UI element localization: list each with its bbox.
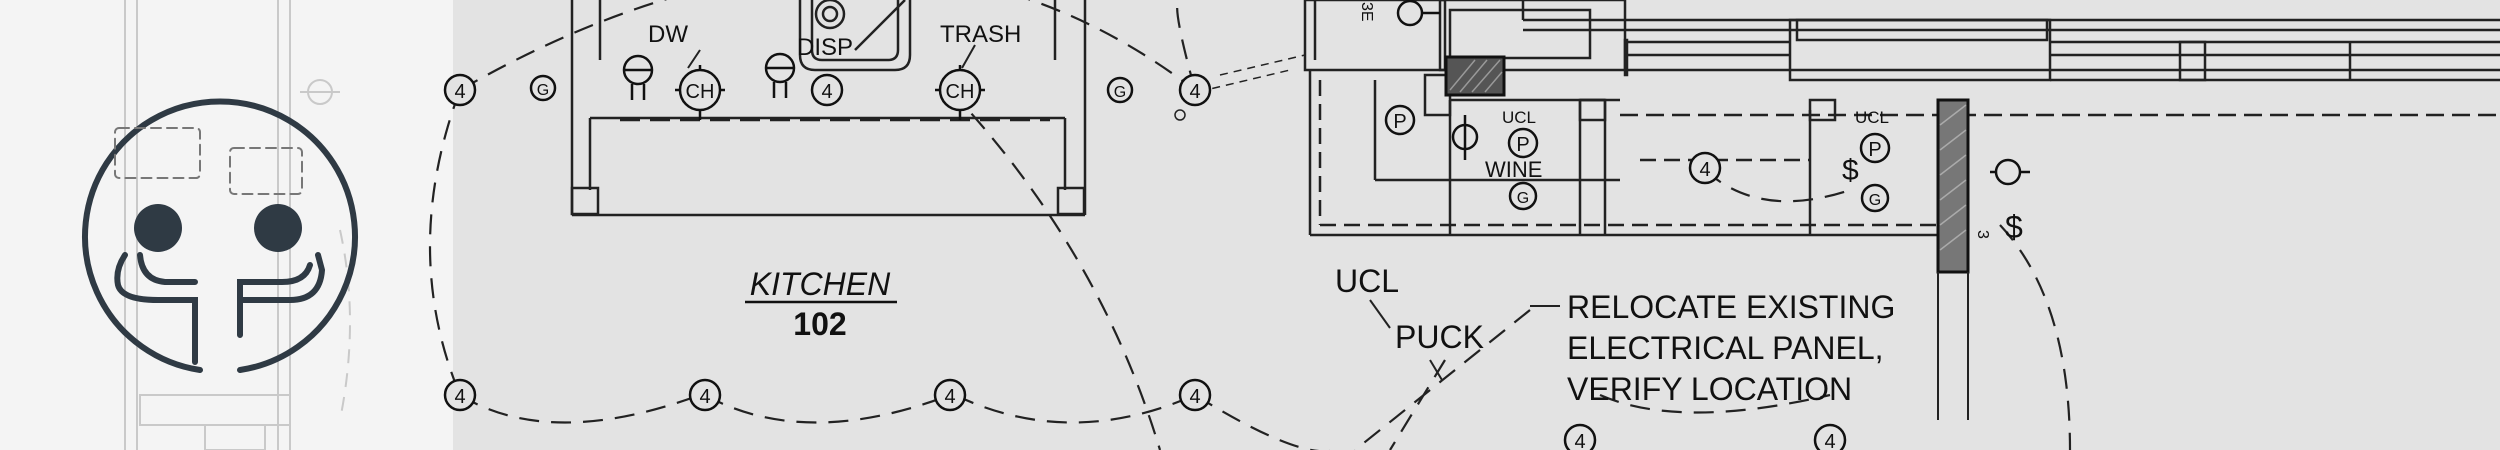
circuit-wiring [428,0,2072,450]
room-name: KITCHEN [750,266,891,302]
svg-text:P: P [1516,134,1529,156]
svg-text:G: G [537,82,549,99]
outlet-g-icon: G [529,74,557,102]
svg-text:4: 4 [1699,159,1710,181]
east-cabinetry [1174,0,2500,237]
appliance-labels: DW DISP TRASH WINE UCL UCL [648,21,1889,182]
svg-text:G: G [1114,84,1126,101]
panel-note: RELOCATE EXISTING ELECTRICAL PANEL, VERI… [1567,289,1895,407]
column-tag: 3 [1974,230,1991,239]
p-outlet-icon: P [1384,104,1416,136]
logo-panel [0,0,453,450]
svg-text:G: G [1869,192,1881,209]
trash-label: TRASH [940,21,1021,48]
svg-text:4: 4 [1189,81,1200,103]
dishwasher-outlet-icon [622,54,654,100]
svg-text:4: 4 [1824,431,1835,450]
circuit-marker: 4 [443,378,477,412]
kitchen-counter [570,0,1087,217]
circuit-marker: 4 [1813,423,1847,450]
svg-text:CH: CH [946,81,975,103]
disposal-outlet-icon [764,52,796,98]
outlet-g-icon: G [1106,76,1134,104]
ucl-small-label: UCL [1855,108,1889,127]
note-line-2: ELECTRICAL PANEL, [1567,330,1884,366]
sink-disposal [798,0,912,72]
circuit-marker: 4 [1178,73,1212,107]
electrical-panel [1444,55,1506,97]
disposal-label: DISP [797,34,853,61]
svg-text:4: 4 [1189,386,1200,408]
svg-text:P: P [1393,111,1406,133]
side-tag: 3E [1358,2,1375,22]
circuit-marker: 4 [933,378,967,412]
p-outlet-icon: P [1507,127,1539,159]
svg-text:4: 4 [821,81,832,103]
p-outlet-icon: P [1859,132,1891,164]
chandelier-symbol: CH [935,65,985,120]
note-line-1: RELOCATE EXISTING [1567,289,1895,325]
switch-symbol: $ [1842,154,1859,187]
svg-text:4: 4 [454,386,465,408]
room-tag: KITCHEN 102 [745,266,897,342]
svg-text:4: 4 [1574,431,1585,450]
circuit-marker: 4 [810,73,844,107]
switch-symbol: $ [2005,209,2023,245]
receptacle-icon [1396,0,1440,27]
puck-label: PUCK [1395,319,1484,355]
outlet-g-icon: G [1860,183,1890,213]
svg-text:4: 4 [454,81,465,103]
circuit-marker: 4 [1688,151,1722,185]
circuit-marker: 4 [443,73,477,107]
svg-text:4: 4 [699,386,710,408]
circuit-markers: 4 4 4 4 4 4 4 4 4 4 [443,73,1847,450]
receptacle-icon [1451,115,1479,160]
room-number: 102 [793,306,846,342]
svg-text:P: P [1868,139,1881,161]
svg-text:G: G [1517,190,1529,207]
device-symbols: G G P P P G G $ $ 3 3E [529,0,2030,245]
note-line-3: VERIFY LOCATION [1567,371,1852,407]
circuit-marker: 4 [1178,378,1212,412]
chandelier-fixtures: CH CH [675,65,985,120]
svg-text:4: 4 [944,386,955,408]
circuit-marker: 4 [1563,423,1597,450]
svg-text:CH: CH [686,81,715,103]
ucl-small-label: UCL [1502,108,1536,127]
circuit-marker: 4 [688,378,722,412]
ucl-label: UCL [1335,263,1399,299]
dishwasher-label: DW [648,21,688,48]
outlet-g-icon: G [1508,181,1538,211]
company-logo-icon [82,98,358,373]
leader-lines [687,44,1560,381]
wine-label: WINE [1485,157,1542,182]
receptacle-icon [1990,158,2030,186]
chandelier-symbol: CH [675,65,725,120]
structural-column [1936,98,1970,420]
